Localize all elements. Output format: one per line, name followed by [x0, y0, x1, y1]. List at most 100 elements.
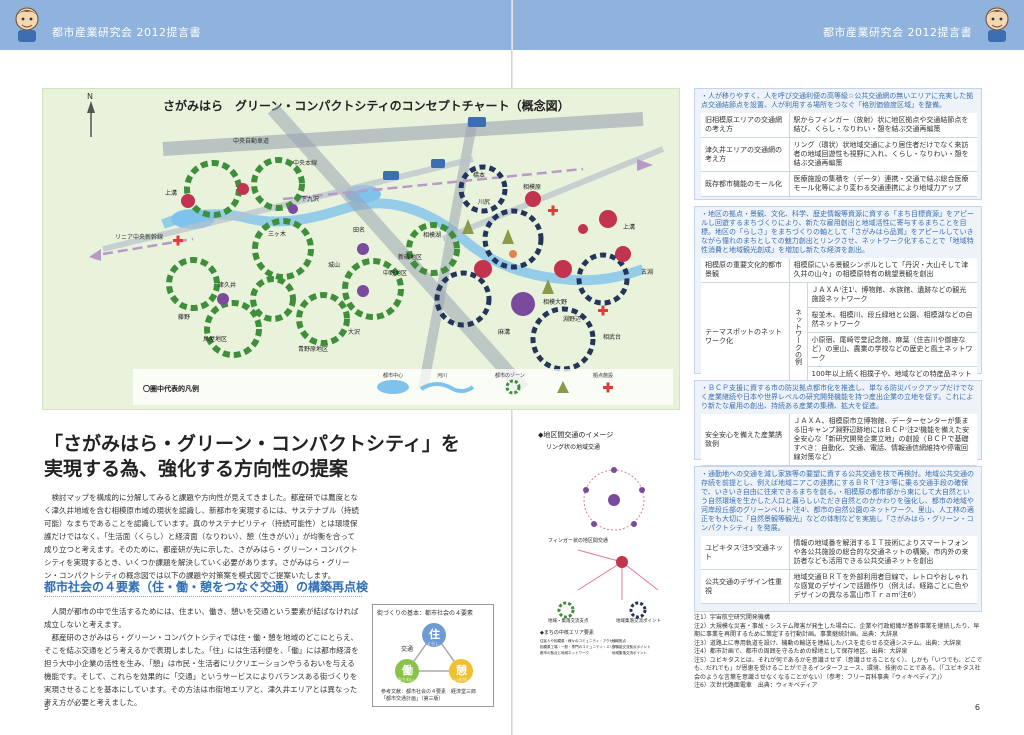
transit-station-label: 地域・集落交流支点	[548, 617, 589, 624]
expressway	[267, 104, 529, 394]
four-elements-diagram: 住 働 憩 くらし なりわい いきがい 交通	[395, 623, 473, 683]
table-row: 旧相模原エリアの交通網の考え方駅からフィンガー（放射）状に地区拠点や交通結節点を…	[701, 113, 977, 138]
legend-title: 〇圏中代表的凡例	[143, 384, 199, 393]
arrow-head-icon	[89, 249, 101, 261]
hospital-icon	[173, 205, 608, 316]
table-sub-cell: ネットワークの例	[789, 282, 808, 392]
table-row: 津久井エリアの交通網の考え方リング（環状）状地域交通により居住者だけでなく来訪者…	[701, 137, 977, 172]
header-brand-left: 都市産業研究会 2012提言書	[52, 26, 201, 39]
table-body-cell: ＪＡＸＡ、相模原市立博物館、データーセンターが集まる旧キャンプ淵野辺跡地にはＢＣ…	[789, 414, 977, 466]
place-label: 相模大野	[543, 298, 567, 306]
place-label: 青野原地区	[298, 345, 328, 353]
place-label: 三ヶ木	[268, 230, 286, 238]
proposal-headline: 「さがみはら・グリーン・コンパクトシティ」を 実現する為、強化する方向性の提案	[44, 432, 460, 482]
element-label: 地域集落交流ポイント	[612, 650, 647, 655]
place-label: 田名	[353, 226, 365, 234]
node-hataraku	[395, 659, 419, 683]
footnotes: 注1）宇宙航空研究開発機構 注2）大規模な災害・事故・システム障害が発生した場合…	[694, 614, 984, 691]
triangle-link	[405, 631, 463, 672]
headline-line2: 実現する為、強化する方向性の提案	[44, 458, 349, 480]
panel-table: ユビキタス⁽注5⁾交通ネット情報の地域番を解消するＩＴ技術によりスマートフォンや…	[701, 536, 977, 604]
table-body-cell: ＪＡＸＡ⁽注1⁾、博物館、水族館、遺跡などの観光施設ネットワーク	[807, 282, 977, 308]
table-row: 公共交通のデザイン性重視地域交通ＢＲＴを外部利用者目線で、レトロやおしゃれな感覚…	[701, 569, 977, 604]
table-body-cell: 医療施設の集積を（データ）連携・交通で結ぶ総合医療モール化等により変わる交通連携…	[789, 171, 977, 197]
section-paragraph: 人間が都市の中で生活するためには、住まい、働き、憩いを交通という要素が結ばなけれ…	[44, 607, 359, 629]
footnote: 注2）大規模な災害・事故・システム障害が発生した場合に、企業や行政組織が基幹事業…	[694, 622, 980, 639]
place-label: 相模原	[523, 183, 541, 191]
figure-source: 参考文献：都市社会の４要素 経済堂三郎 「都市交通計画」（第三版）	[381, 689, 476, 703]
panel-table: 旧相模原エリアの交通網の考え方駅からフィンガー（放射）状に地区拠点や交通結節点を…	[701, 113, 977, 197]
place-label: 上溝	[623, 223, 635, 231]
element-label: 相模原工場・一般・専門のコミュニティ・エリア	[540, 644, 617, 649]
legend-swatch-marker	[557, 381, 569, 393]
place-label: 橋本	[473, 171, 485, 179]
place-label: 藤野	[178, 313, 190, 321]
element-label: 多機能交流拠点ポイント	[612, 644, 651, 649]
place-label: 上溝	[165, 189, 177, 197]
place-label: 大沢	[348, 328, 360, 336]
place-label: 淵野辺	[563, 315, 581, 323]
railway	[441, 146, 665, 242]
place-label: 新磯地区	[398, 253, 422, 261]
table-head-cell: 安全安心を備えた産業誘致例	[701, 414, 790, 466]
panel-intro: ・人が移りやすく、人を呼び交通利便の高等級☆公共交通網の無いエリアに充実した拠点…	[701, 92, 974, 109]
green-zone-rings	[166, 157, 460, 358]
expressway	[162, 112, 644, 156]
table-body-cell: リング（環状）状地域交通により居住者だけでなく来訪者の地域回遊性も視野に入れ、く…	[789, 137, 977, 172]
intro-paragraph: 検討マップを構成的に分解してみると課題や方向性が見えてきました。都産研では鷹度と…	[44, 493, 359, 580]
figure-caption: 街づくりの基本：都市社会の４要素	[377, 610, 474, 617]
node-ikoi	[449, 659, 473, 683]
transit-station-label: 地域集落交流ポイント	[616, 617, 661, 624]
footnote: 注4）都市計画で、都市の周囲を守るための緑地として保存地区。出典：大辞泉	[694, 648, 908, 655]
element-label: 都市の拠点と地域ネットワーク	[540, 650, 589, 655]
road-label: リニア中央新幹線	[115, 233, 163, 241]
page-number-right: 6	[974, 703, 980, 712]
four-elements-figure: 街づくりの基本：都市社会の４要素 住 働 憩 くらし なりわい いきがい 交通 …	[372, 604, 494, 707]
place-label: 相武台	[603, 333, 621, 341]
panel-intro: ・地区の拠点・景観、文化、科学、歴史情報等資源に資する「まち目標資源」をアピール…	[701, 210, 974, 254]
arrow-head-icon	[637, 159, 653, 171]
mascot-icon	[15, 7, 39, 42]
finger-hub	[616, 556, 628, 568]
footnote: 注5）ユビキタスとは、それが何であるかを意識させず（意識させることなく）、しかも…	[694, 656, 983, 681]
zone-markers	[462, 219, 554, 294]
table-head-cell: 津久井エリアの交通網の考え方	[701, 137, 790, 172]
transit-finger-label: フィンガー状の地区間交通	[548, 537, 608, 544]
table-row: 相模原の重要文化的都市景観相模原にいる景観シンボルとして「丹沢・大山そして津久井…	[701, 258, 977, 283]
place-label: 下九沢	[301, 195, 319, 203]
place-label: 古淵	[641, 268, 653, 276]
chart-title: さがみはら グリーン・コンパクトシティのコンセプトチャート（概念図）	[163, 99, 570, 113]
header-brand-right: 都市産業研究会 2012提言書	[823, 26, 972, 39]
legend-label: 河川	[437, 372, 447, 379]
node-sumu	[422, 623, 446, 647]
legend-swatch-lake	[377, 380, 409, 394]
legend-swatch-zone	[505, 379, 521, 395]
element-label: 地域拠点	[612, 638, 626, 643]
footnote: 注1）宇宙航空研究開発機構	[694, 614, 770, 621]
panel-intro: ・通勤地への交通を減し家族等の要望に資する公共交通を核で再検討。地域公共交通の存…	[701, 470, 974, 532]
route-badge-icon	[383, 117, 486, 180]
node-sub-label: いきがい	[454, 676, 470, 682]
section-paragraph: 都産研のさがみはら・グリーン・コンパクトシティでは住・働・憩を地域のどこにとらえ…	[44, 633, 359, 707]
table-body-cell: 地域交通ＢＲＴを外部利用者目線で、レトロやおしゃれな感覚のデザインで話題作り（例…	[789, 569, 977, 604]
headline-line1: 「さがみはら・グリーン・コンパクトシティ」を	[44, 433, 460, 455]
north-arrow-icon: N	[87, 92, 95, 137]
transit-ring-label: リング状の地域交通	[546, 444, 601, 451]
section-body: 人間が都市の中で生活するためには、住まい、働き、憩いを交通という要素が結ばなけれ…	[44, 605, 362, 709]
station-symbol	[629, 601, 647, 619]
header-band-right: 都市産業研究会 2012提言書	[512, 0, 1024, 50]
panel-transport: ・人が移りやすく、人を呼び交通利便の高等級☆公共交通網の無いエリアに充実した拠点…	[694, 88, 982, 200]
elements-title: ◆まちの中核エリア要素	[540, 629, 594, 636]
table-body-cell: 桜並木、相模川、段丘緑地と公園、相模湖などの自然ネットワーク	[807, 307, 977, 333]
page-number-left: 5	[44, 703, 50, 712]
place-label: 城山	[328, 261, 340, 269]
node-label: 働	[401, 663, 413, 677]
node-label: 憩	[456, 663, 467, 677]
ring-nodes	[583, 467, 645, 527]
panel-ubiquitous: ・通勤地への交通を減し家族等の要望に資する公共交通を核で再検討。地域公共交通の存…	[694, 466, 982, 612]
finger-routes	[577, 549, 659, 600]
table-head-cell: 旧相模原エリアの交通網の考え方	[701, 113, 790, 138]
